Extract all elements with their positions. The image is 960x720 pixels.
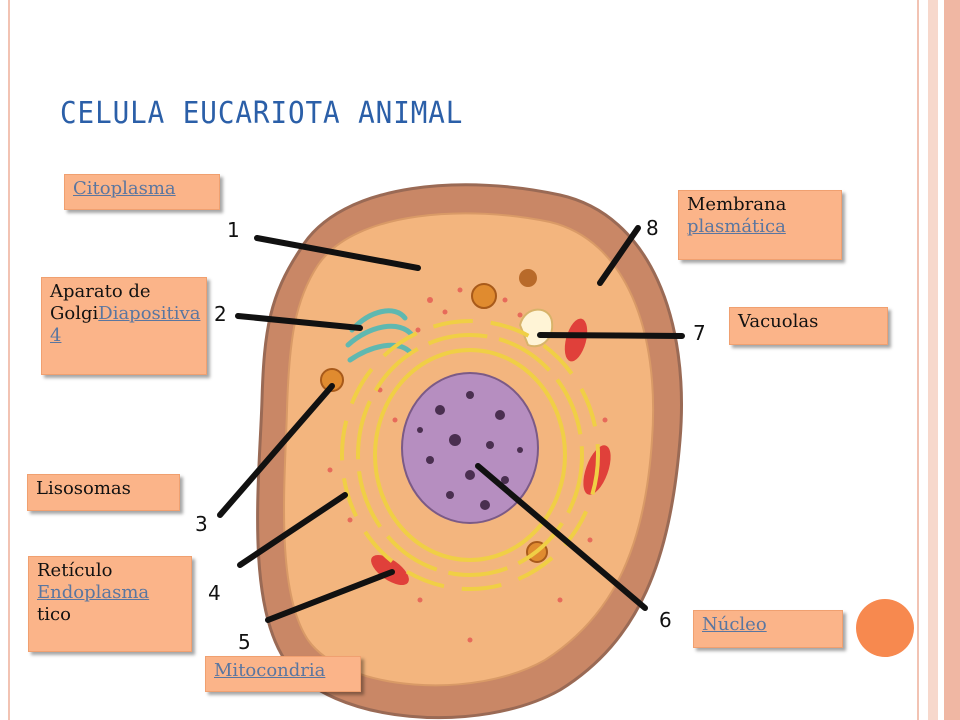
number-7: 7 [693, 321, 706, 345]
golgi-text: Aparato de Golgi [50, 281, 151, 324]
number-1: 1 [227, 218, 240, 242]
accent-circle [856, 599, 914, 657]
link-citoplasma[interactable]: Citoplasma [73, 178, 176, 199]
ribosome-dots [327, 287, 608, 643]
mitochondrion-1 [564, 318, 588, 362]
pointer-lines [217, 225, 685, 623]
lysosome-3 [320, 368, 344, 392]
link-golgi[interactable]: Diapositiva 4 [50, 303, 201, 346]
lysosome-2 [519, 269, 537, 287]
label-lisosomas: Lisosomas [27, 474, 180, 511]
membrana-text: Membrana [687, 194, 787, 215]
reticulo-suffix: tico [37, 604, 71, 625]
number-8: 8 [646, 216, 659, 240]
vacuolas-text: Vacuolas [738, 311, 819, 332]
label-reticulo: Retículo Endoplasma tico [28, 556, 192, 652]
link-nucleo[interactable]: Núcleo [702, 614, 767, 635]
label-golgi: Aparato de GolgiDiapositiva 4 [41, 277, 207, 375]
number-3: 3 [195, 512, 208, 536]
lisosomas-text: Lisosomas [36, 478, 131, 499]
label-mitocondria[interactable]: Mitocondria [205, 656, 361, 692]
reticulo-text: Retículo [37, 560, 113, 581]
frame-band-right [928, 0, 938, 720]
slide-title: CELULA EUCARIOTA ANIMAL [60, 96, 464, 131]
link-mitocondria[interactable]: Mitocondria [214, 660, 326, 681]
frame-line-left [8, 0, 10, 720]
number-6: 6 [659, 608, 672, 632]
label-nucleo[interactable]: Núcleo [693, 610, 843, 648]
number-2: 2 [214, 302, 227, 326]
endoplasmic-reticulum [340, 319, 600, 591]
link-membrana[interactable]: plasmática [687, 216, 786, 237]
label-citoplasma[interactable]: Citoplasma [64, 174, 220, 210]
link-reticulo[interactable]: Endoplasma [37, 582, 150, 603]
frame-line-right [917, 0, 919, 720]
lysosome-1 [471, 283, 497, 309]
chromatin-dots [417, 391, 523, 510]
frame-band-right-outer [944, 0, 960, 720]
label-membrana: Membrana plasmática [678, 190, 842, 260]
number-4: 4 [208, 581, 221, 605]
number-5: 5 [238, 630, 251, 654]
label-vacuolas: Vacuolas [729, 307, 888, 345]
